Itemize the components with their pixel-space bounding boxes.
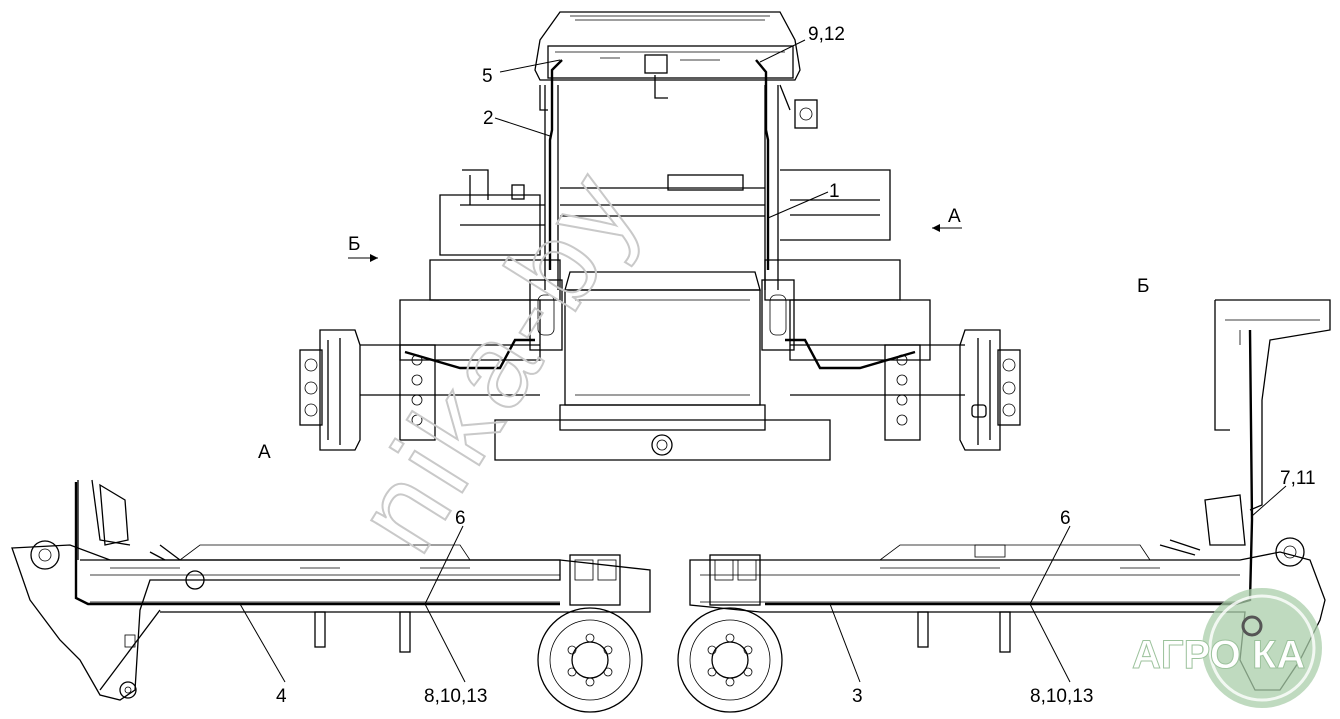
callout-5: 5 bbox=[482, 66, 493, 87]
callout-8-10-13-right: 8,10,13 bbox=[1030, 686, 1093, 707]
left-frame-view bbox=[11, 479, 651, 713]
logo-text: АГРО КА bbox=[1132, 633, 1305, 677]
front-axle-assembly bbox=[299, 11, 1021, 461]
callout-leaders bbox=[239, 39, 1287, 683]
callout-1: 1 bbox=[829, 181, 840, 202]
callout-9-12: 9,12 bbox=[808, 24, 845, 45]
watermark: nika-by bbox=[329, 145, 667, 575]
callout-3: 3 bbox=[852, 686, 863, 707]
agroika-logo: АГРО КА bbox=[1132, 588, 1322, 708]
callout-4: 4 bbox=[276, 686, 287, 707]
callout-2: 2 bbox=[483, 108, 494, 129]
callout-7-11: 7,11 bbox=[1280, 468, 1316, 489]
view-arrow-b: Б bbox=[348, 234, 360, 255]
callout-8-10-13-left: 8,10,13 bbox=[424, 686, 487, 707]
view-label-a: А bbox=[258, 442, 271, 463]
view-arrow-a: А bbox=[948, 206, 961, 227]
callout-6-left: 6 bbox=[455, 508, 466, 529]
callout-6-right: 6 bbox=[1060, 508, 1071, 529]
view-label-b: Б bbox=[1137, 276, 1149, 297]
watermark-text: nika-by bbox=[330, 146, 666, 574]
